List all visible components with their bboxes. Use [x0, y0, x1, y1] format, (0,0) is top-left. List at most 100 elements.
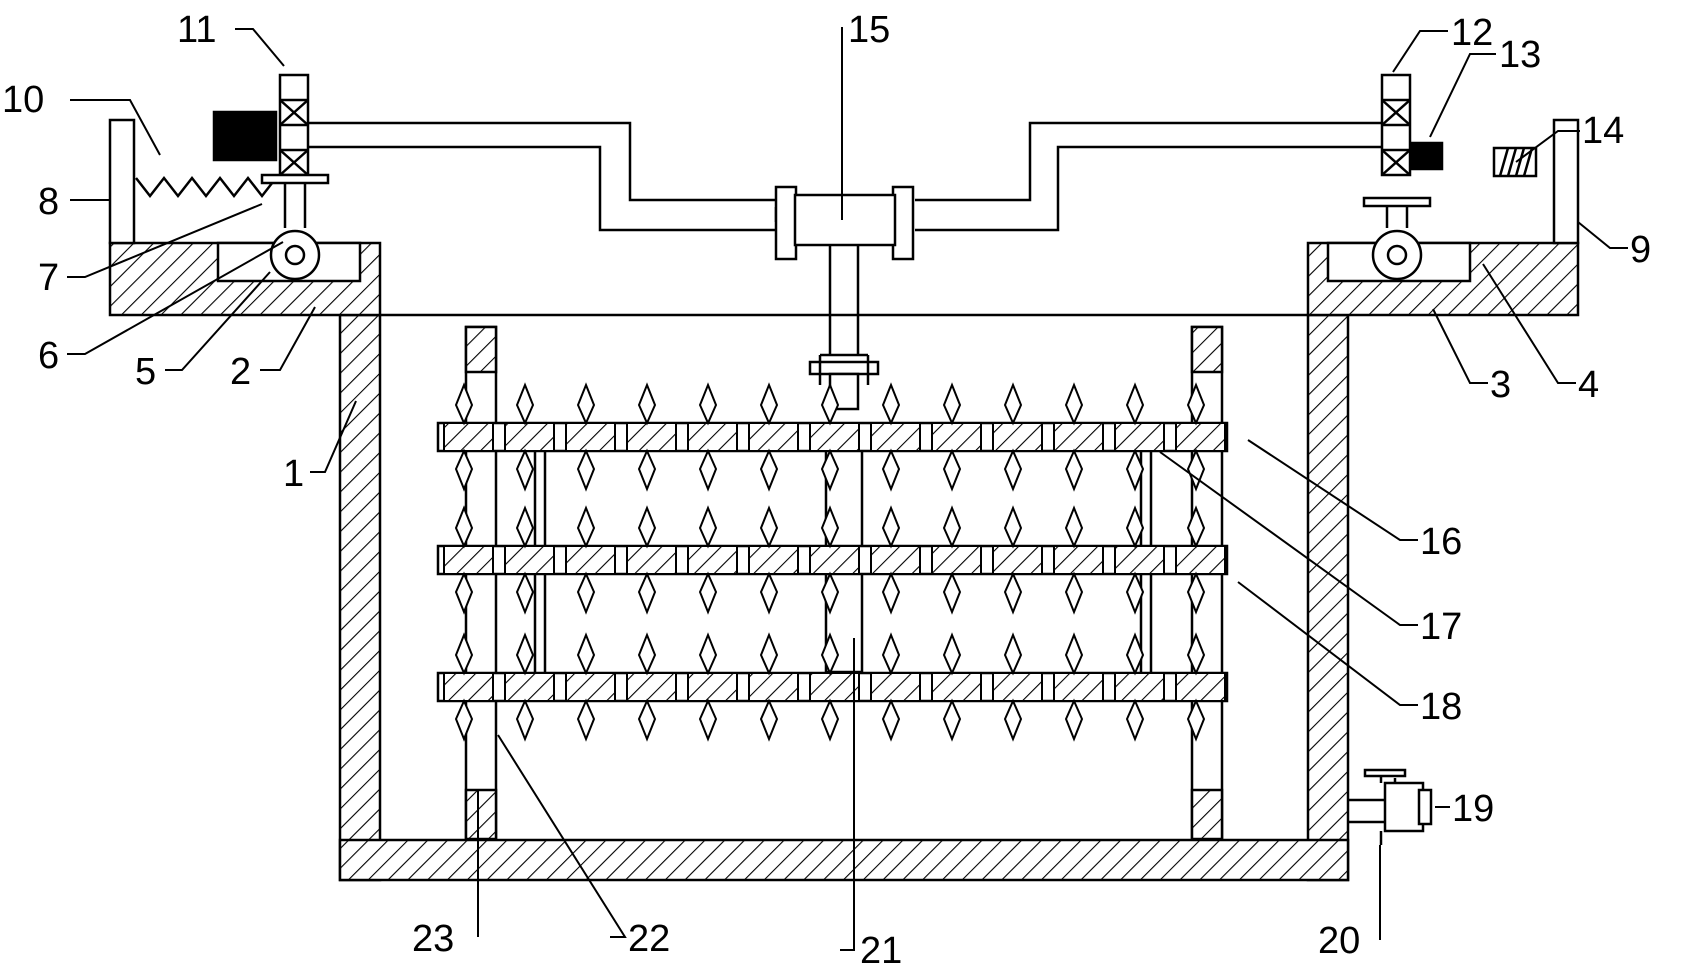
spike [820, 382, 840, 426]
label-10: 10 [2, 79, 44, 121]
spike [515, 571, 535, 615]
spike [881, 382, 901, 426]
spike [698, 505, 718, 549]
spike [942, 382, 962, 426]
label-1: 1 [283, 453, 304, 495]
spike [1064, 505, 1084, 549]
bar-segment [931, 672, 982, 702]
spike [698, 698, 718, 742]
spike [454, 632, 474, 676]
spike [1003, 448, 1023, 492]
spike [515, 698, 535, 742]
spike [576, 698, 596, 742]
bar-segment [1175, 672, 1226, 702]
bar-segment [992, 422, 1043, 452]
spike [1003, 698, 1023, 742]
spike [1125, 571, 1145, 615]
leader-17 [1159, 451, 1418, 626]
spike [942, 448, 962, 492]
spike [820, 448, 840, 492]
spike [515, 505, 535, 549]
spike [637, 632, 657, 676]
spike [1186, 448, 1206, 492]
spike [942, 698, 962, 742]
spike [1125, 448, 1145, 492]
leader-11 [235, 28, 285, 67]
spike [1064, 698, 1084, 742]
spike [576, 632, 596, 676]
leader-4 [1482, 263, 1576, 384]
bar-segment [809, 422, 860, 452]
spike [576, 382, 596, 426]
spike [1003, 632, 1023, 676]
spring [135, 175, 277, 199]
bar-segment [870, 422, 921, 452]
label-23: 23 [412, 918, 454, 960]
spike [1125, 382, 1145, 426]
label-4: 4 [1578, 364, 1599, 406]
spike [1186, 571, 1206, 615]
spike [637, 571, 657, 615]
bar-segment [626, 672, 677, 702]
bar-segment [1114, 672, 1165, 702]
spike [515, 448, 535, 492]
spike [759, 505, 779, 549]
leader-5 [165, 271, 271, 371]
spike [942, 632, 962, 676]
bar-segment [1114, 545, 1165, 575]
spike [1064, 632, 1084, 676]
label-6: 6 [38, 335, 59, 377]
drain-valve [1348, 768, 1433, 845]
spike [759, 382, 779, 426]
leader-14 [1515, 130, 1580, 163]
spike [1186, 382, 1206, 426]
bar-segment [748, 672, 799, 702]
leader-1 [310, 400, 357, 473]
spike [637, 382, 657, 426]
spike [1125, 632, 1145, 676]
spike [820, 505, 840, 549]
bar-segment [992, 545, 1043, 575]
label-3: 3 [1490, 364, 1511, 406]
label-18: 18 [1420, 686, 1462, 728]
spike [1064, 382, 1084, 426]
leader-13 [1429, 53, 1496, 138]
label-16: 16 [1420, 521, 1462, 563]
bar-segment [931, 545, 982, 575]
left-motor-block [212, 110, 278, 162]
spike [759, 632, 779, 676]
spike [881, 571, 901, 615]
spike [1003, 571, 1023, 615]
bar-segment [443, 545, 494, 575]
left-bearing-column [278, 73, 310, 177]
spike [637, 505, 657, 549]
bar-segment [565, 422, 616, 452]
spike [637, 448, 657, 492]
bar-segment [504, 672, 555, 702]
bar-segment [687, 545, 738, 575]
right-support-base [1306, 241, 1580, 317]
spike [637, 698, 657, 742]
label-13: 13 [1499, 34, 1541, 76]
bar-segment [748, 422, 799, 452]
bar-segment [1114, 422, 1165, 452]
right-upright-plate [1552, 118, 1580, 245]
spike [1064, 571, 1084, 615]
spike [698, 448, 718, 492]
leader-18 [1237, 581, 1418, 706]
spike [1003, 505, 1023, 549]
label-15: 15 [848, 9, 890, 51]
spike [1186, 505, 1206, 549]
spike [454, 382, 474, 426]
label-19: 19 [1452, 788, 1494, 830]
leader-22 [497, 734, 627, 938]
bar-segment [565, 672, 616, 702]
stirring-spikes [454, 382, 1206, 742]
bar-segment [1175, 422, 1226, 452]
central-coupling [774, 185, 915, 261]
bar-segment [687, 422, 738, 452]
bar-segment [1053, 545, 1104, 575]
bar-segment [870, 672, 921, 702]
